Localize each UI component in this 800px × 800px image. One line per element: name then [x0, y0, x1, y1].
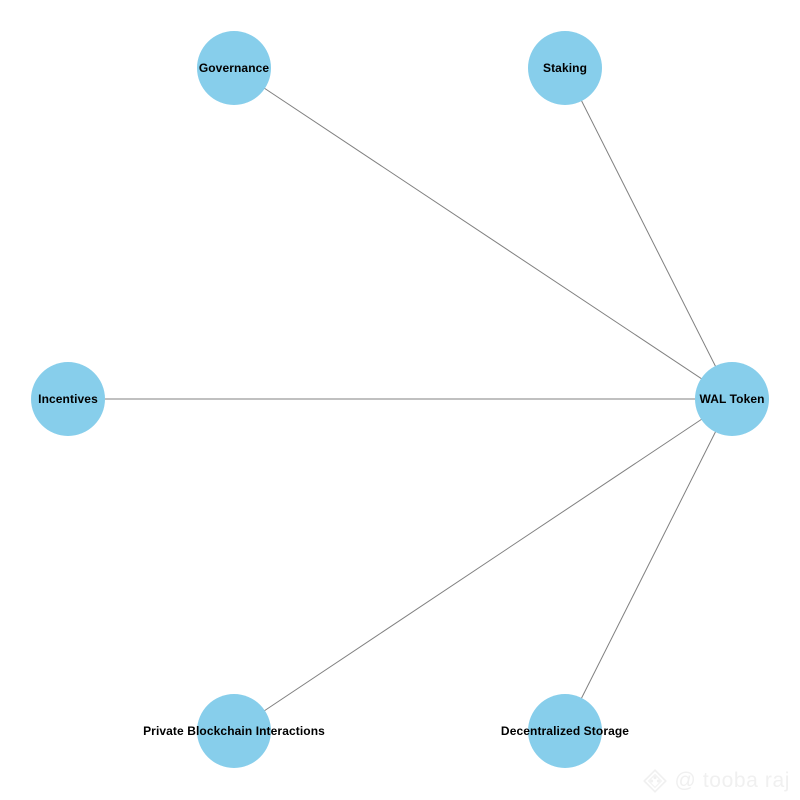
watermark-text: @ tooba raj — [674, 769, 790, 792]
graph-edge — [233, 67, 733, 400]
graph-node-incentives[interactable] — [31, 362, 105, 436]
graph-node-decentralized-storage[interactable] — [528, 694, 602, 768]
diamond-sparkle-icon — [642, 768, 668, 794]
graph-edge — [233, 398, 733, 732]
graph-node-governance[interactable] — [197, 31, 271, 105]
graph-edge — [564, 398, 733, 732]
graph-edge — [564, 67, 733, 400]
watermark: @ tooba raj — [642, 768, 790, 794]
graph-node-wal-token[interactable] — [695, 362, 769, 436]
graph-node-private-blockchain-interactions[interactable] — [197, 694, 271, 768]
graph-node-staking[interactable] — [528, 31, 602, 105]
